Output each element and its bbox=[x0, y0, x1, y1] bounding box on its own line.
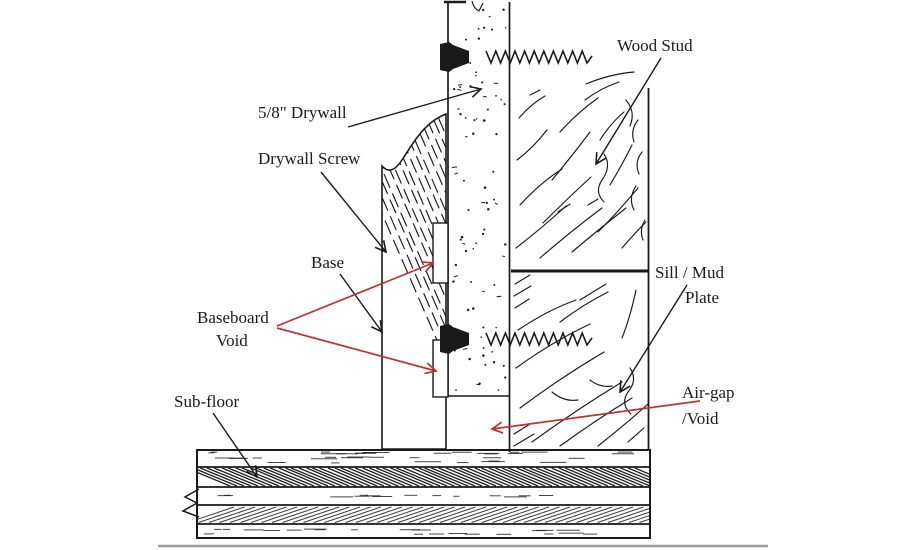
subfloor-leader-arrow bbox=[212, 412, 258, 479]
drywall-screw-leader-arrow bbox=[320, 171, 388, 254]
drywall-screw-label: Drywall Screw bbox=[258, 149, 361, 168]
airgap-label-line1: Air-gap bbox=[682, 383, 735, 402]
subfloor-label: Sub-floor bbox=[174, 392, 240, 411]
wood-stud-grain bbox=[515, 71, 647, 259]
break-mark bbox=[181, 488, 200, 518]
base-leader-arrow bbox=[339, 273, 384, 334]
drywall-label: 5/8" Drywall bbox=[258, 103, 347, 122]
baseboard-void-label-line1: Baseboard bbox=[197, 308, 269, 327]
wood-stud bbox=[515, 71, 650, 271]
wood-stud-leader-arrow bbox=[595, 57, 662, 166]
sill-plate-label-line1: Sill / Mud bbox=[655, 263, 724, 282]
baseboard-void-upper bbox=[432, 222, 449, 284]
screw-threads bbox=[485, 48, 593, 348]
sub-floor bbox=[181, 449, 651, 539]
drywall-screw-lower bbox=[440, 324, 469, 354]
panel-top-tick bbox=[471, 0, 484, 12]
sill-grain bbox=[513, 274, 649, 447]
base-label: Base bbox=[311, 253, 344, 272]
baseboard-void-label-line2: Void bbox=[216, 331, 248, 350]
air-gap bbox=[449, 397, 508, 449]
drywall-screw-top bbox=[440, 42, 469, 72]
baseboard-void-upper-arrow bbox=[276, 260, 435, 327]
drywall-stipple bbox=[451, 8, 507, 391]
sill-plate-label-line2: Plate bbox=[685, 288, 719, 307]
sill-plate-leader-arrow bbox=[619, 284, 688, 394]
subfloor-lower-hatch bbox=[197, 506, 649, 523]
drywall-leader-arrow bbox=[347, 85, 483, 128]
baseboard-void-lower-arrow bbox=[276, 327, 438, 375]
air-gap-arrow bbox=[490, 400, 701, 434]
floor-board-grain bbox=[204, 451, 635, 535]
airgap-label-line2: /Void bbox=[682, 409, 719, 428]
subfloor-sheathing-hatch bbox=[197, 467, 649, 487]
wood-stud-label: Wood Stud bbox=[617, 36, 693, 55]
